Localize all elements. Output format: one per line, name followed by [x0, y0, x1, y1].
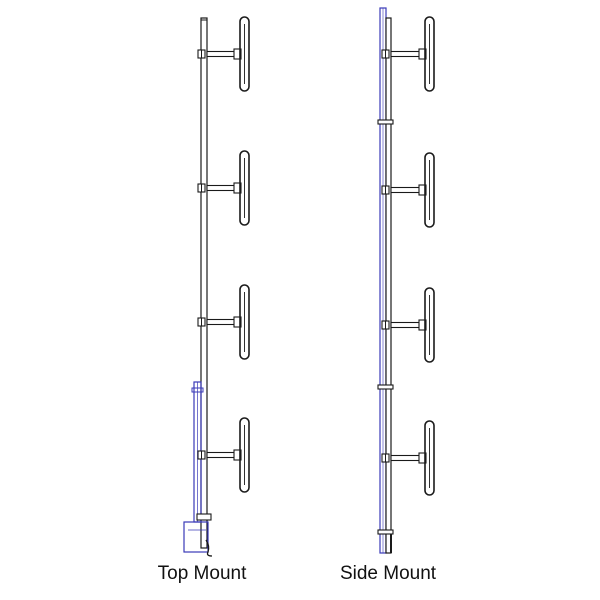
dipole-boom: [390, 454, 422, 462]
folded-dipole: [239, 150, 250, 226]
folded-dipole: [424, 16, 435, 92]
dipole-element: [197, 16, 250, 92]
dipole-element: [197, 284, 250, 360]
dipole-boom: [390, 186, 422, 194]
dipole-hub: [418, 452, 427, 464]
dipole-element: [197, 417, 250, 493]
folded-dipole: [239, 284, 250, 360]
dipole-element: [197, 150, 250, 226]
mast: [385, 17, 392, 554]
dipole-boom: [206, 50, 237, 58]
feed-cable: [205, 539, 213, 557]
folded-dipole: [239, 16, 250, 92]
side-mount-caption: Side Mount: [339, 563, 437, 584]
dipole-element: [381, 420, 435, 496]
mast: [200, 17, 208, 549]
standoff-clamp: [377, 119, 394, 125]
top-mount-antenna: [183, 16, 250, 557]
dipole-hub: [418, 319, 427, 331]
folded-dipole: [239, 417, 250, 493]
dipole-boom: [206, 318, 237, 326]
dipole-hub: [418, 184, 427, 196]
base-collar: [196, 513, 212, 521]
top-mount-caption: Top Mount: [157, 563, 247, 584]
base-clamp: [377, 529, 394, 535]
dipole-hub: [233, 182, 242, 194]
dipole-boom: [390, 50, 422, 58]
folded-dipole: [424, 152, 435, 228]
dipole-boom: [206, 451, 237, 459]
dipole-hub: [233, 48, 242, 60]
dipole-hub: [233, 316, 242, 328]
dipole-boom: [206, 184, 237, 192]
pipe-clamp-upper: [191, 387, 204, 393]
dipole-hub: [418, 48, 427, 60]
dipole-element: [381, 16, 435, 92]
side-mount-antenna: [377, 7, 435, 554]
mount-bracket: [183, 521, 209, 553]
dipole-element: [381, 287, 435, 363]
dipole-element: [381, 152, 435, 228]
folded-dipole: [424, 420, 435, 496]
folded-dipole: [424, 287, 435, 363]
dipole-hub: [233, 449, 242, 461]
standoff-clamp: [377, 384, 394, 390]
dipole-boom: [390, 321, 422, 329]
